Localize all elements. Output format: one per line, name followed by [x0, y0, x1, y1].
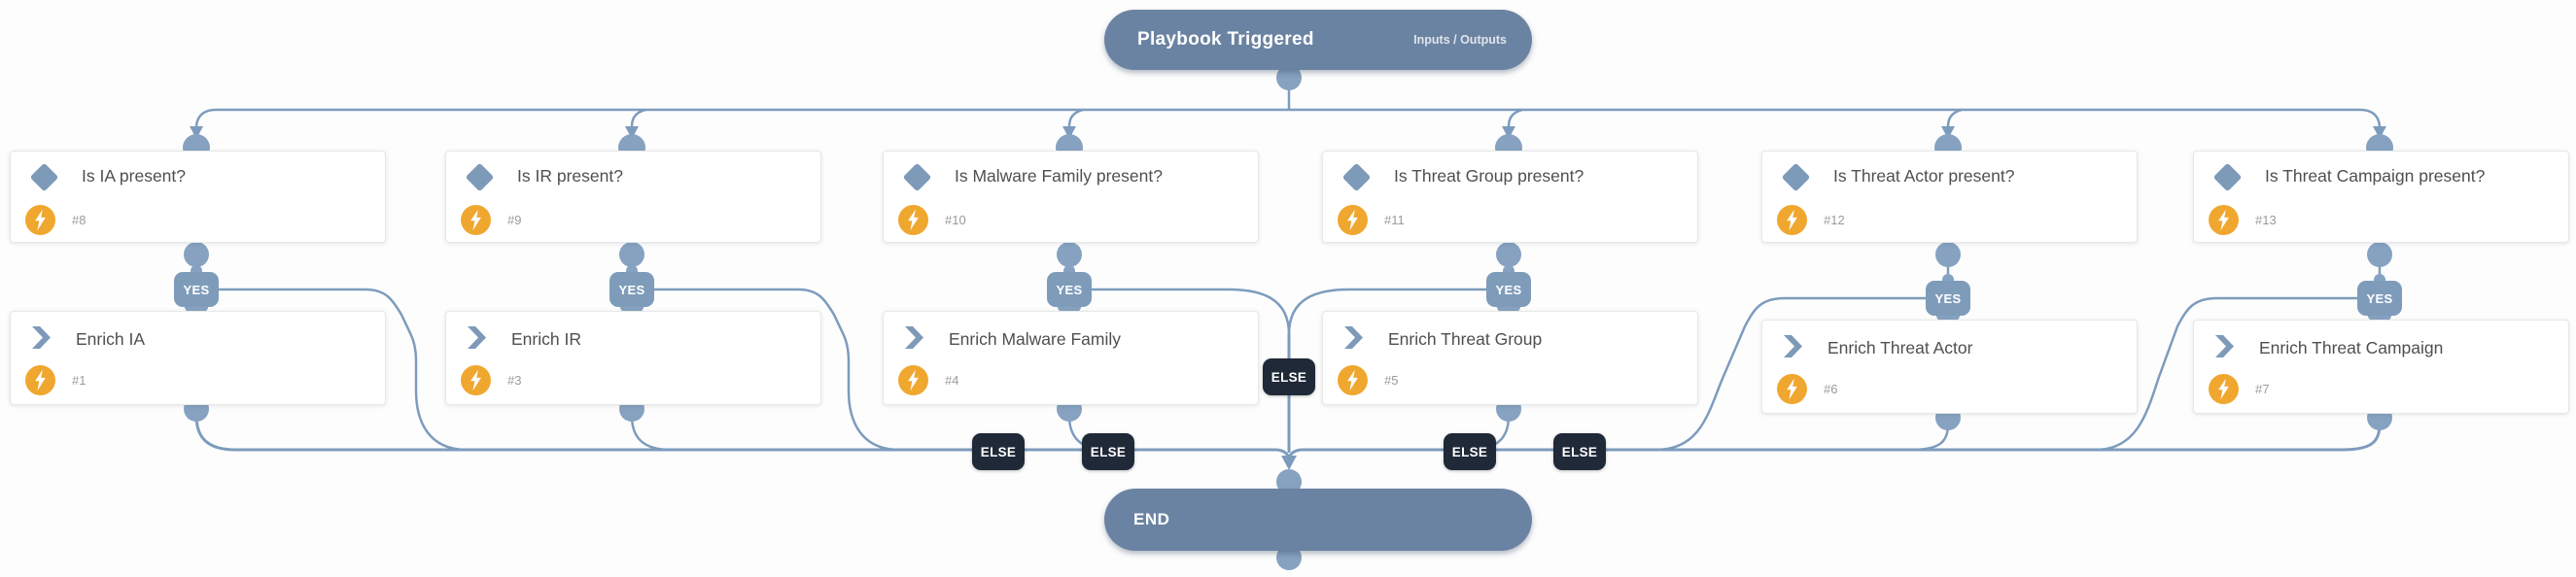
task-node-6[interactable]: Enrich Threat Campaign #7	[2193, 320, 2569, 414]
task-id: #11	[1384, 213, 1405, 227]
task-id: #3	[507, 373, 522, 388]
automation-lightning-icon	[2209, 205, 2239, 235]
end-node[interactable]: END	[1104, 489, 1532, 551]
else-badge-4: ELSE	[1553, 433, 1606, 470]
else-badge-center: ELSE	[1263, 358, 1315, 395]
condition-title: Is IA present?	[82, 165, 187, 186]
automation-lightning-icon	[898, 365, 928, 395]
playbook-chevron-icon	[468, 326, 486, 354]
task-id: #4	[945, 373, 959, 388]
playbook-chevron-icon	[905, 326, 923, 354]
condition-title: Is Threat Group present?	[1394, 165, 1584, 186]
task-id: #7	[2255, 382, 2270, 396]
task-id: #12	[1824, 213, 1845, 227]
else-badge-1: ELSE	[972, 433, 1025, 470]
condition-diamond-icon	[2212, 162, 2243, 192]
automation-lightning-icon	[1777, 374, 1807, 404]
condition-node-6[interactable]: Is Threat Campaign present? #13	[2193, 151, 2569, 243]
condition-diamond-icon	[1341, 162, 1372, 192]
yes-badge-5: YES	[1926, 281, 1970, 316]
playbook-chevron-icon	[2215, 335, 2234, 362]
automation-lightning-icon	[898, 205, 928, 235]
yes-badge-1: YES	[174, 272, 219, 307]
condition-diamond-icon	[1781, 162, 1811, 192]
condition-node-5[interactable]: Is Threat Actor present? #12	[1761, 151, 2138, 243]
arrowheads	[190, 126, 2386, 470]
task-id: #9	[507, 213, 522, 227]
condition-node-2[interactable]: Is IR present? #9	[445, 151, 821, 243]
yes-badge-4: YES	[1486, 272, 1531, 307]
condition-title: Is IR present?	[517, 165, 623, 186]
task-id: #5	[1384, 373, 1399, 388]
automation-lightning-icon	[25, 205, 55, 235]
task-title: Enrich IA	[76, 328, 145, 349]
task-id: #8	[72, 213, 87, 227]
condition-title: Is Threat Actor present?	[1833, 165, 2015, 186]
yes-badge-6: YES	[2357, 281, 2402, 316]
automation-lightning-icon	[461, 205, 491, 235]
task-id: #1	[72, 373, 87, 388]
task-node-4[interactable]: Enrich Threat Group #5	[1322, 311, 1698, 405]
else-badge-3: ELSE	[1444, 433, 1496, 470]
yes-badge-3: YES	[1047, 272, 1092, 307]
task-node-2[interactable]: Enrich IR #3	[445, 311, 821, 405]
task-title: Enrich IR	[511, 328, 581, 349]
task-title: Enrich Threat Group	[1388, 328, 1543, 349]
condition-diamond-icon	[902, 162, 932, 192]
automation-lightning-icon	[1338, 205, 1368, 235]
else-badge-2: ELSE	[1082, 433, 1134, 470]
playbook-chevron-icon	[32, 326, 51, 354]
end-title: END	[1133, 510, 1170, 528]
task-node-1[interactable]: Enrich IA #1	[10, 311, 386, 405]
playbook-title: Playbook Triggered	[1137, 29, 1314, 50]
automation-lightning-icon	[2209, 374, 2239, 404]
condition-title: Is Malware Family present?	[955, 165, 1163, 186]
task-id: #6	[1824, 382, 1838, 396]
automation-lightning-icon	[25, 365, 55, 395]
yes-badge-2: YES	[609, 272, 654, 307]
inputs-outputs-button[interactable]: Inputs / Outputs	[1413, 33, 1507, 47]
automation-lightning-icon	[1777, 205, 1807, 235]
task-node-5[interactable]: Enrich Threat Actor #6	[1761, 320, 2138, 414]
condition-diamond-icon	[29, 162, 59, 192]
automation-lightning-icon	[1338, 365, 1368, 395]
automation-lightning-icon	[461, 365, 491, 395]
playbook-triggered-node[interactable]: Playbook Triggered Inputs / Outputs	[1104, 10, 1532, 70]
task-title: Enrich Threat Actor	[1828, 337, 1973, 357]
condition-title: Is Threat Campaign present?	[2265, 165, 2486, 186]
condition-diamond-icon	[465, 162, 495, 192]
task-title: Enrich Threat Campaign	[2259, 337, 2444, 357]
task-node-3[interactable]: Enrich Malware Family #4	[883, 311, 1259, 405]
task-id: #13	[2255, 213, 2277, 227]
playbook-chevron-icon	[1784, 335, 1802, 362]
condition-node-4[interactable]: Is Threat Group present? #11	[1322, 151, 1698, 243]
task-id: #10	[945, 213, 966, 227]
task-title: Enrich Malware Family	[949, 328, 1121, 349]
playbook-chevron-icon	[1344, 326, 1363, 354]
condition-node-3[interactable]: Is Malware Family present? #10	[883, 151, 1259, 243]
condition-node-1[interactable]: Is IA present? #8	[10, 151, 386, 243]
